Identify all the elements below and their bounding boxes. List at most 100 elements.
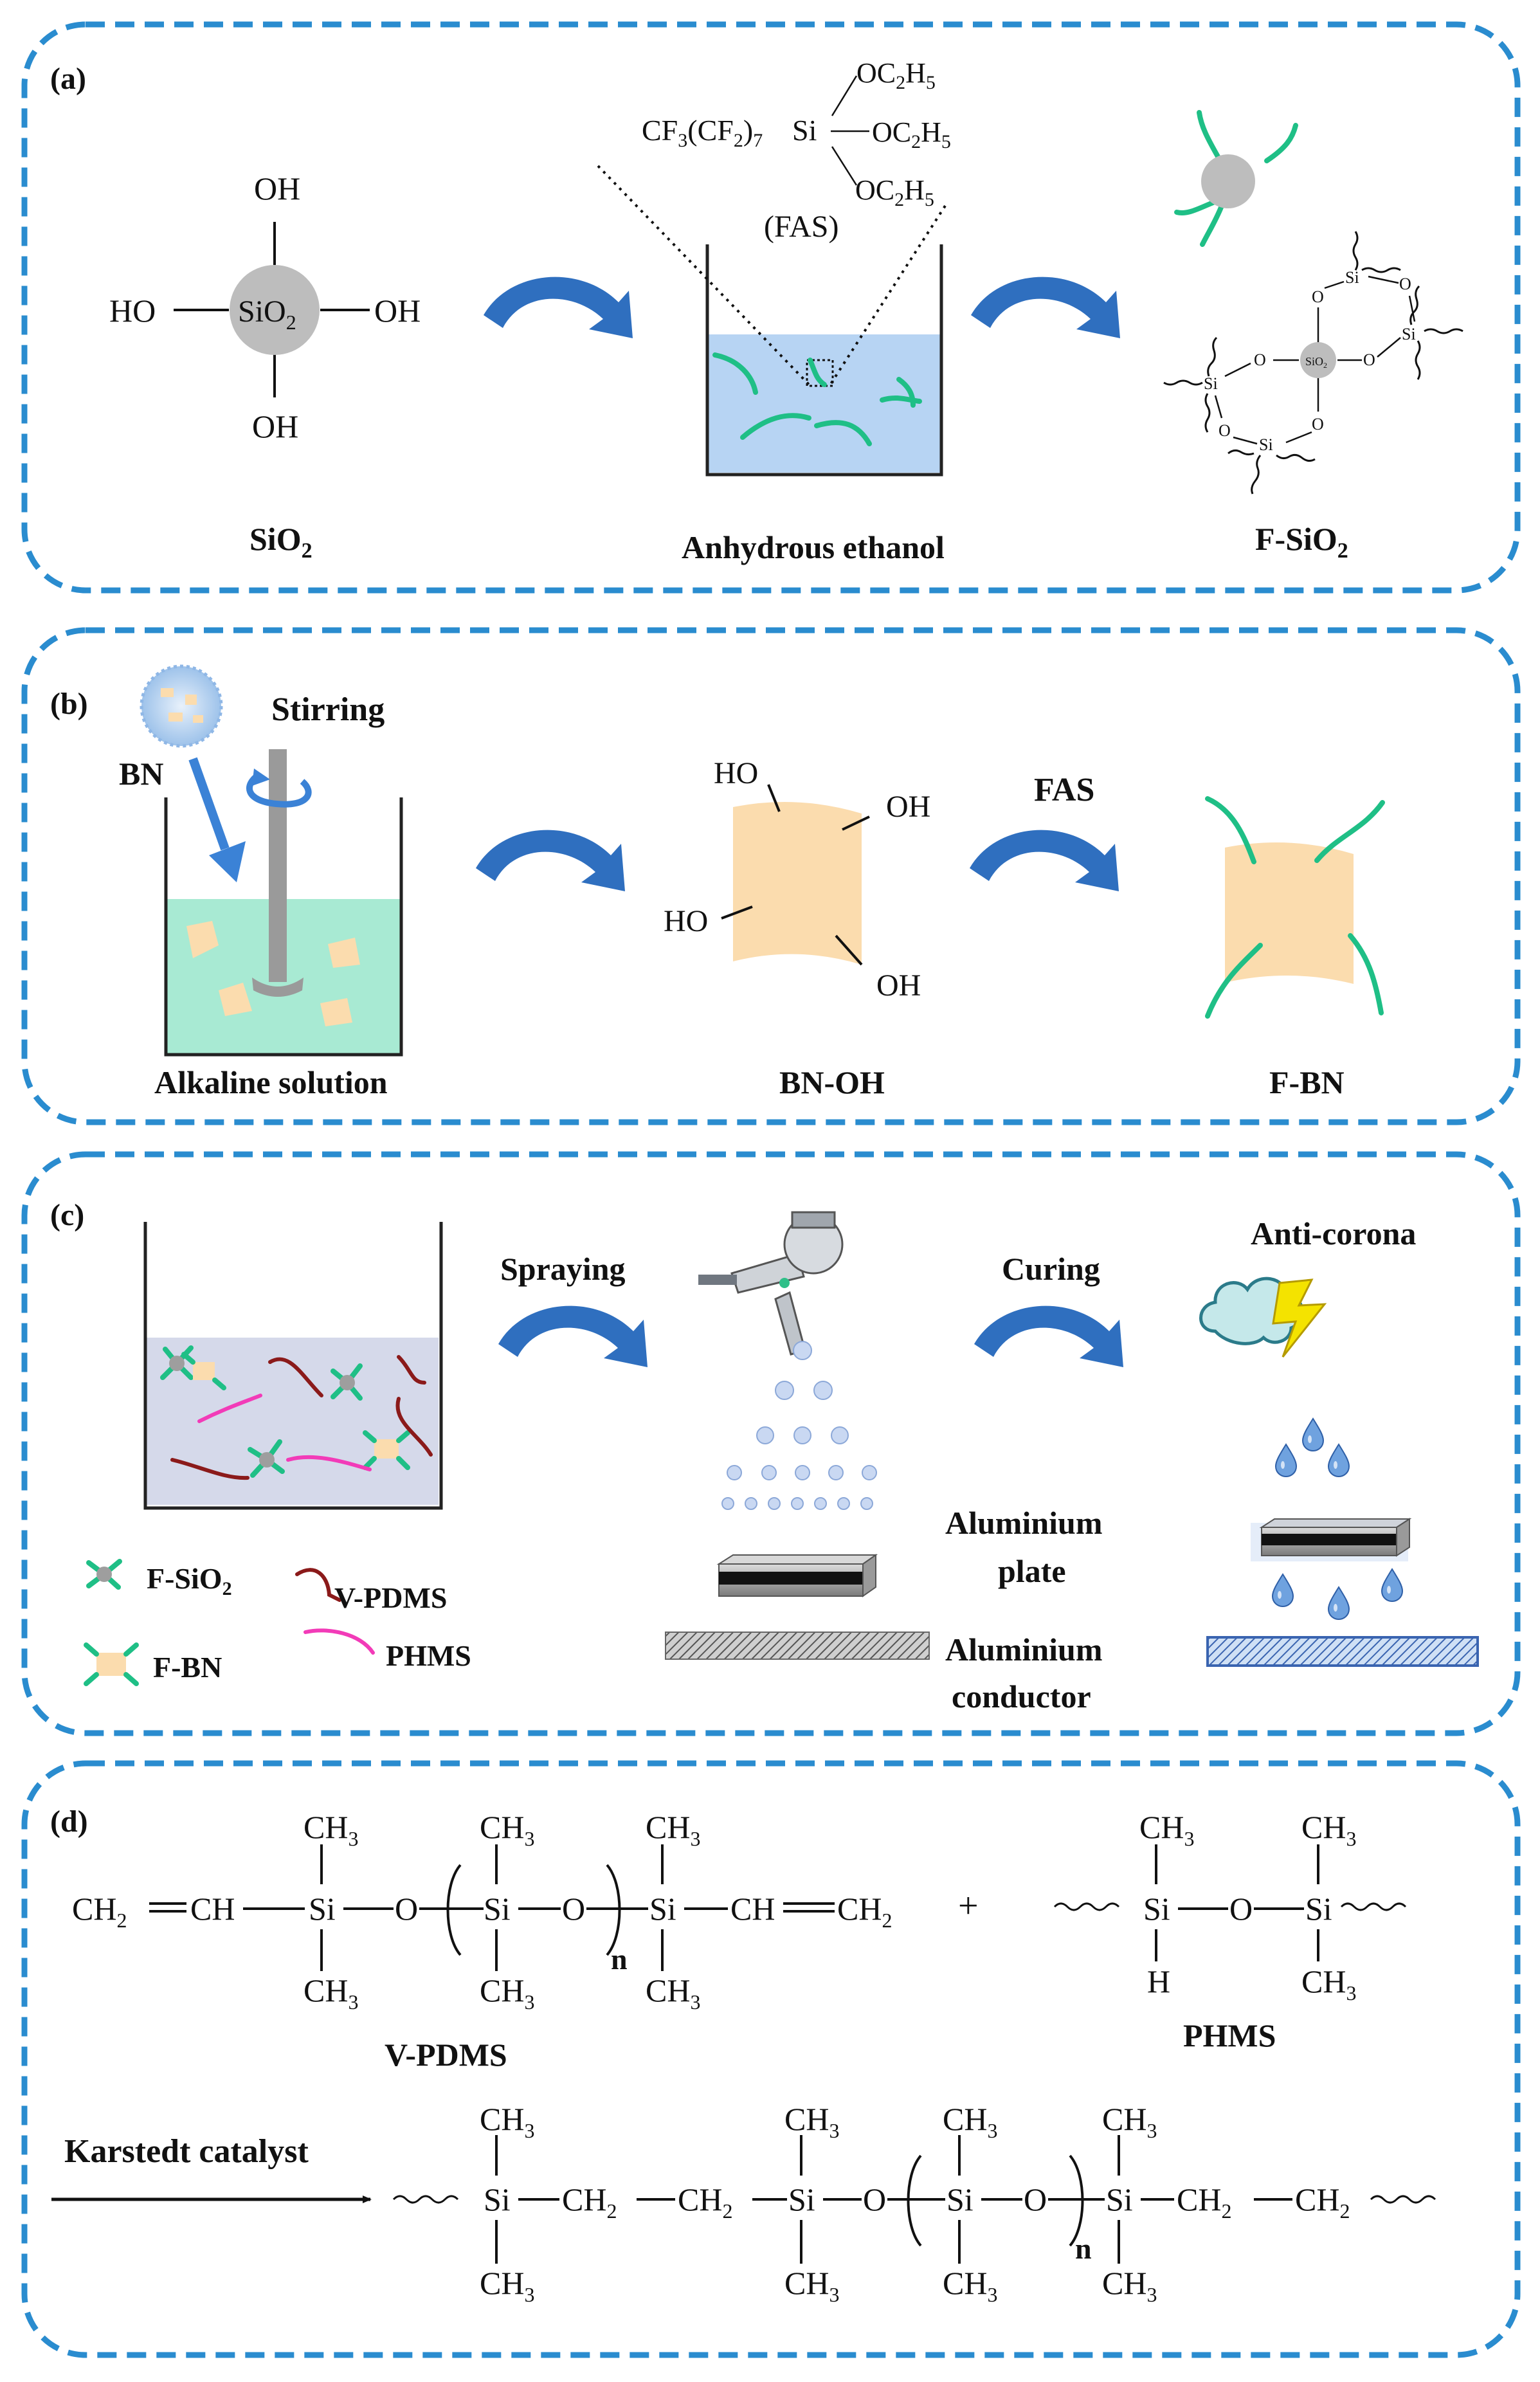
beaker-icon: [597, 165, 947, 477]
svg-text:O: O: [1024, 2181, 1047, 2217]
svg-text:Si: Si: [484, 2181, 511, 2217]
stirring-label: Stirring: [271, 691, 385, 728]
fsio2-structure: SiO2 O Si O Si O O Si O Si O: [1163, 231, 1463, 495]
panel-c: (c): [21, 1151, 1521, 1736]
svg-text:CH2: CH2: [837, 1891, 892, 1932]
svg-text:Si: Si: [1259, 435, 1273, 454]
svg-text:Si: Si: [1143, 1891, 1170, 1927]
legend-phms-line: [303, 1628, 375, 1655]
svg-text:Si: Si: [1402, 325, 1416, 343]
legend: F-SiO2 F-BN V-PDMS PHMS: [84, 1559, 471, 1686]
svg-text:CH3: CH3: [784, 2265, 839, 2306]
caption-solvent: Anhydrous ethanol: [682, 529, 945, 565]
plate-label-line1: Aluminium: [945, 1505, 1103, 1541]
svg-text:CH3: CH3: [646, 1972, 700, 2014]
bnoh-sheet: HO OH HO OH: [664, 756, 930, 1003]
svg-text:Si: Si: [1106, 2181, 1133, 2217]
svg-text:CH2: CH2: [1295, 2181, 1350, 2223]
svg-text:Si: Si: [1345, 268, 1359, 287]
svg-text:CH3: CH3: [480, 2101, 534, 2142]
plate-label-line2: plate: [998, 1553, 1066, 1589]
bn-label: BN: [119, 756, 163, 792]
svg-text:n: n: [1075, 2232, 1092, 2265]
svg-text:CH3: CH3: [480, 2265, 534, 2306]
spraying-label: Spraying: [500, 1251, 626, 1287]
panel-c-frame: [21, 1151, 1521, 1736]
stirrer-icon: [246, 749, 312, 997]
svg-text:CH3: CH3: [943, 2265, 997, 2306]
svg-text:CH: CH: [730, 1891, 775, 1927]
caption-sio2: SiO2: [249, 521, 313, 563]
svg-text:O: O: [395, 1891, 418, 1927]
spray-droplets: [721, 1341, 877, 1510]
spray-gun-icon: [698, 1211, 844, 1356]
svg-text:CH3: CH3: [1102, 2101, 1157, 2142]
coated-conductor-icon: [1206, 1636, 1479, 1667]
water-drop-icon: [1381, 1568, 1403, 1602]
fas-molecule: CF3(CF2)7 Si OC2H5 OC2H5 OC2H5 (FAS): [642, 57, 951, 244]
svg-text:O: O: [1218, 421, 1231, 440]
panel-a: (a) SiO2 OH OH HO OH SiO2 CF3(CF2)7 Si O…: [21, 21, 1521, 594]
svg-text:CH3: CH3: [784, 2101, 839, 2142]
svg-text:Si: Si: [309, 1891, 336, 1927]
curved-arrow-icon: [971, 277, 1120, 338]
water-drop-icon: [1302, 1418, 1324, 1451]
svg-text:CH2: CH2: [72, 1891, 127, 1932]
add-arrow-icon: [188, 757, 246, 882]
panel-d: (d) CH2 CH Si CH3 CH3 O Si CH3 CH3 O: [21, 1760, 1521, 2358]
curved-arrow-icon: [498, 1305, 648, 1367]
svg-text:SiO2: SiO2: [1305, 355, 1327, 370]
svg-text:CH: CH: [190, 1891, 235, 1927]
caption-bnoh: BN-OH: [779, 1064, 885, 1100]
curved-arrow-icon: [970, 830, 1119, 891]
svg-text:n: n: [611, 1943, 628, 1976]
svg-text:CH3: CH3: [303, 1972, 358, 2014]
vpdms-structure: CH2 CH Si CH3 CH3 O Si CH3 CH3 O n: [72, 1809, 892, 2014]
svg-text:Si: Si: [1305, 1891, 1332, 1927]
svg-text:O: O: [1312, 415, 1324, 433]
svg-text:O: O: [863, 2181, 886, 2217]
svg-text:Si: Si: [1204, 374, 1218, 393]
svg-text:CH2: CH2: [562, 2181, 617, 2223]
svg-text:Si: Si: [947, 2181, 974, 2217]
water-drop-icon: [1328, 1586, 1350, 1620]
svg-text:O: O: [1363, 350, 1375, 369]
svg-text:CF3(CF2)7: CF3(CF2)7: [642, 114, 763, 151]
aluminium-conductor-icon: [665, 1632, 930, 1660]
panel-a-frame: [21, 21, 1521, 594]
oh-top: OH: [254, 170, 300, 206]
svg-text:CH3: CH3: [646, 1809, 700, 1850]
plus-sign: +: [958, 1886, 979, 1926]
anticorona-label: Anti-corona: [1251, 1215, 1416, 1251]
svg-text:CH3: CH3: [480, 1809, 534, 1850]
legend-fbn: F-BN: [153, 1651, 222, 1684]
phms-structure: Si CH3 H O Si CH3 CH3: [1053, 1809, 1407, 2005]
svg-text:CH2: CH2: [678, 2181, 732, 2223]
svg-text:OH: OH: [886, 790, 930, 824]
legend-vpdms-line: [295, 1568, 341, 1602]
beaker-icon: [143, 1222, 443, 1510]
caption-product: F-SiO2: [1255, 521, 1348, 563]
svg-text:O: O: [562, 1891, 585, 1927]
sio2-hydroxyl-structure: SiO2 OH OH HO OH: [109, 170, 421, 444]
panel-d-label: (d): [50, 1805, 88, 1839]
legend-phms: PHMS: [386, 1639, 471, 1672]
svg-text:Si: Si: [792, 114, 817, 147]
oh-bottom: OH: [252, 408, 298, 444]
water-drop-icon: [1328, 1444, 1350, 1477]
caption-fbn: F-BN: [1269, 1064, 1345, 1100]
svg-text:CH3: CH3: [1301, 1809, 1356, 1850]
water-drop-icon: [1272, 1574, 1294, 1607]
svg-text:OC2H5: OC2H5: [872, 116, 951, 152]
lightning-cloud-icon: [1199, 1277, 1327, 1358]
curing-label: Curing: [1002, 1251, 1100, 1287]
svg-text:OH: OH: [876, 968, 921, 1003]
svg-text:OC2H5: OC2H5: [855, 174, 934, 210]
svg-text:CH3: CH3: [1301, 1963, 1356, 2005]
svg-text:O: O: [1312, 287, 1324, 306]
svg-text:O: O: [1399, 275, 1411, 293]
svg-text:Si: Si: [484, 1891, 511, 1927]
svg-text:CH3: CH3: [1102, 2265, 1157, 2306]
conductor-label-line1: Aluminium: [945, 1632, 1103, 1668]
